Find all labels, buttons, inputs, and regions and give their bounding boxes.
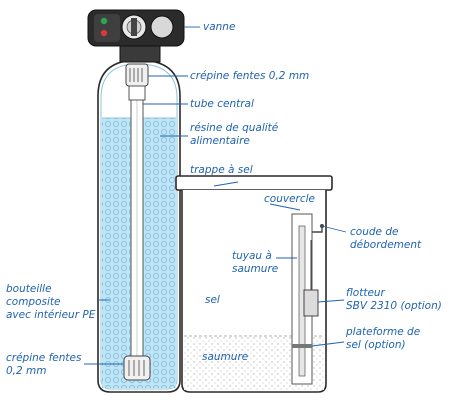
indicator-red-icon (100, 29, 108, 37)
label-tuyau: tuyau à saumure (232, 250, 278, 276)
brine-lid (175, 175, 333, 191)
label-plateforme-line2: sel (option) (346, 339, 406, 351)
label-tube-central: tube central (190, 98, 254, 110)
float-valve (303, 289, 319, 317)
valve-panel (94, 14, 120, 42)
label-bouteille-line1: bouteille (6, 283, 52, 295)
label-couvercle: couvercle (264, 193, 315, 205)
central-tube (130, 71, 144, 369)
label-vanne: vanne (203, 21, 236, 33)
label-tuyau-line2: saumure (232, 263, 279, 275)
label-coude: coude de débordement (350, 226, 421, 252)
leader-lines (84, 26, 347, 365)
label-plateforme-line1: plateforme de (346, 326, 421, 338)
label-crepine-bottom-line1: crépine fentes (6, 352, 82, 364)
label-crepine-top: crépine fentes 0,2 mm (190, 70, 310, 82)
label-sel: sel (205, 294, 220, 306)
brine-tank (175, 175, 333, 393)
label-bouteille-line3: avec intérieur PE (6, 309, 96, 321)
top-strainer (125, 63, 149, 101)
control-valve (87, 9, 185, 63)
label-resine-line2: alimentaire (190, 135, 250, 147)
label-tuyau-line1: tuyau à (232, 250, 272, 262)
label-coude-line2: débordement (350, 239, 422, 251)
label-coude-line1: coude de (350, 226, 399, 238)
label-plateforme: plateforme de sel (option) (346, 326, 420, 352)
label-flotteur-line1: flotteur (346, 287, 385, 299)
label-saumure: saumure (202, 351, 249, 363)
bottom-strainer (123, 355, 151, 381)
label-flotteur-line2: SBV 2310 (option) (346, 300, 442, 312)
label-resine: résine de qualité alimentaire (190, 122, 278, 148)
label-crepine-bottom-line2: 0,2 mm (6, 365, 47, 377)
label-trappe: trappe à sel (190, 164, 253, 176)
label-crepine-bottom: crépine fentes 0,2 mm (6, 352, 81, 378)
label-flotteur: flotteur SBV 2310 (option) (346, 287, 442, 313)
salt-platform (292, 344, 312, 348)
label-bouteille-line2: composite (6, 296, 61, 308)
valve-neck (119, 43, 161, 63)
indicator-green-icon (100, 17, 108, 25)
valve-dial (150, 15, 174, 39)
label-bouteille: bouteille composite avec intérieur PE (6, 283, 95, 322)
label-resine-line1: résine de qualité (190, 122, 279, 134)
